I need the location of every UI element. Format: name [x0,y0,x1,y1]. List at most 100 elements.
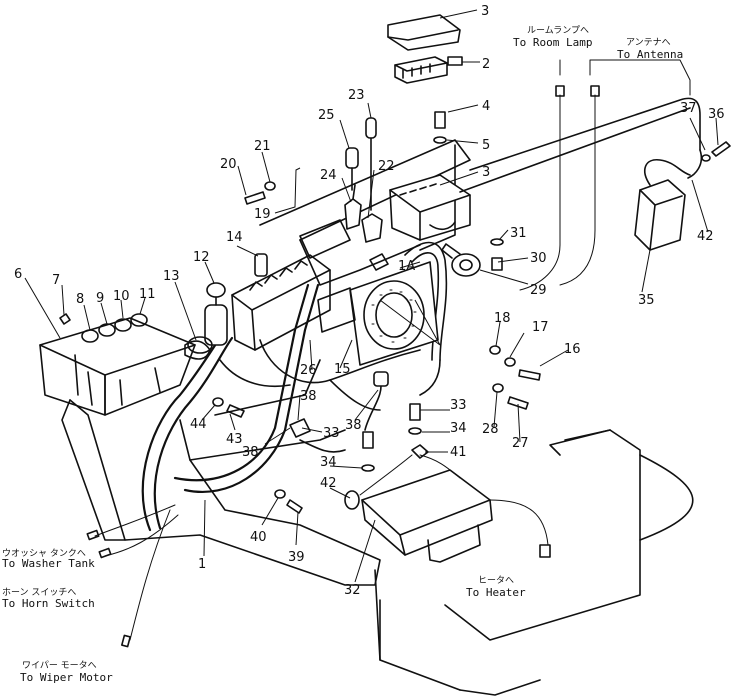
connector-cover [387,14,463,84]
connector-icon [98,547,112,559]
gauge-icon [130,313,148,327]
screw-icon [59,313,71,325]
washer-icon [361,464,375,472]
washer-tank-label-jp: ウオッシャ タンクへ [2,548,86,559]
destination-labels: ルームランプへ To Room Lamp アンテナへ To Antenna ウオ… [2,25,683,684]
washer-icon [490,238,504,246]
part-number: 26 [300,363,317,378]
relay-icon [254,253,268,277]
bolt-icon [711,141,731,157]
part-number: 19 [254,207,271,222]
washer-icon [408,427,422,435]
lower-harness [289,359,441,453]
part-number: 38 [345,418,362,433]
part-number: 14 [226,230,243,245]
toggle-switch-icon [344,198,362,230]
part-number: 41 [450,445,467,460]
part-number: 38 [242,445,259,460]
part-number: 11 [139,287,156,302]
bolt-icon [507,396,529,410]
horn-switch-label: To Horn Switch [2,597,95,610]
part-number: 34 [320,455,337,470]
heater-label-jp: ヒータへ [478,575,514,586]
part-number: 18 [494,311,511,326]
part-number: 2 [482,57,490,72]
part-number: 27 [512,436,529,451]
switches [344,117,383,243]
washer-icon [264,181,276,191]
noise-filter [634,149,703,251]
instrument-panel [39,313,211,416]
bolt-icon [518,369,541,381]
long-wires [459,59,701,291]
clip-icon [373,371,389,387]
buzzer [441,243,481,277]
bolt-icon [491,257,503,271]
part-number: 16 [564,342,581,357]
wiper-motor-label: To Wiper Motor [20,671,113,684]
fasteners [212,111,731,514]
rotary-switch-icon [345,147,359,169]
connector-icon [555,85,565,97]
connector-icon [121,634,131,648]
part-number: 1 [198,557,206,572]
antenna-label: To Antenna [617,48,683,61]
part-number: 30 [530,251,547,266]
bolt-icon [362,431,374,449]
washer-icon [504,357,516,367]
part-number: 13 [163,269,180,284]
part-number: 35 [638,293,655,308]
part-number: 37 [680,101,697,116]
part-number: 5 [482,138,490,153]
antenna-label-jp: アンテナへ [626,37,671,48]
washer-icon [212,397,224,407]
key-icon [206,282,226,298]
part-number: 43 [226,432,243,447]
leader-lines [24,9,719,583]
part-number: 23 [348,88,365,103]
bolt-icon [409,403,421,421]
part-number: 24 [320,168,337,183]
part-number: 39 [288,550,305,565]
part-number: 42 [697,229,714,244]
part-numbers: 3 2 4 5 3 23 25 22 24 21 20 19 6 7 8 9 1… [14,4,725,598]
fuse-box [231,219,351,351]
part-number: 15 [334,362,351,377]
part-number: 9 [96,291,104,306]
part-number: 20 [220,157,237,172]
part-number: 31 [510,226,527,241]
key-switch [187,282,228,354]
part-number: 6 [14,267,22,282]
bolt-icon [226,404,245,418]
heater-housing [374,429,694,696]
part-number: 29 [530,283,547,298]
part-number: 44 [190,417,207,432]
part-number: 3 [482,165,490,180]
part-number: 36 [708,107,725,122]
part-number: 4 [482,99,490,114]
washer-icon [492,383,504,393]
toggle-switch-icon [361,213,383,243]
console-housing [61,359,381,586]
main-harness [141,241,448,532]
part-number: 3 [481,4,489,19]
part-number: 21 [254,139,271,154]
heater-label: To Heater [466,586,526,599]
connector-icon [590,85,600,97]
connector-icon [447,56,463,66]
rotary-switch-icon [365,117,377,139]
speaker-grille [317,253,439,366]
external-wires [86,504,179,648]
bolt-icon [434,111,446,129]
room-lamp-label: To Room Lamp [513,36,592,49]
washer-icon [433,136,447,144]
part-number: 10 [113,289,130,304]
part-number: 8 [76,292,84,307]
bolt-icon [244,191,266,205]
part-number: 1A [398,259,415,274]
washer-icon [489,345,501,355]
washer-icon [701,154,711,162]
part-number: 25 [318,108,335,123]
connector-icon [86,529,100,541]
